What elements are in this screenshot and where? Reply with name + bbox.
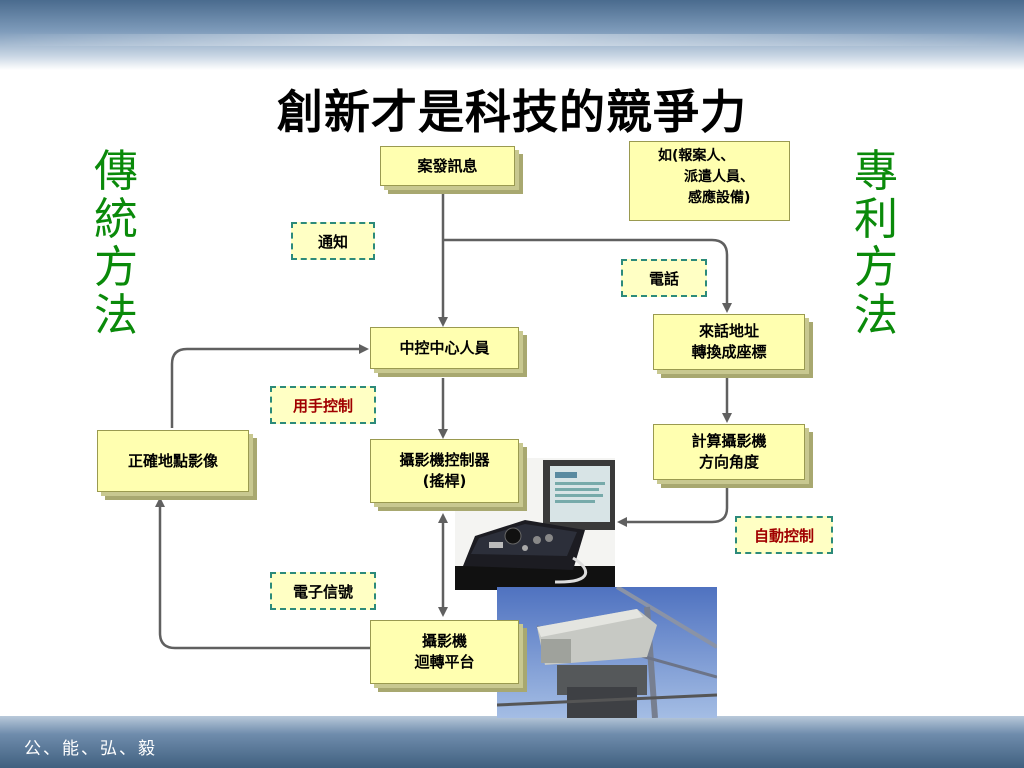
note-line: 感應設備) (688, 190, 751, 206)
camera-platform-box: 攝影機 迴轉平台 (370, 620, 519, 684)
auto-control-label: 自動控制 (735, 516, 833, 554)
compute-direction-box: 計算攝影機 方向角度 (653, 424, 805, 480)
correct-image-box: 正確地點影像 (97, 430, 249, 492)
address-to-coord-box: 來話地址 轉換成座標 (653, 314, 805, 370)
right-side-label: 專 利 方 法 (848, 148, 904, 340)
left-side-char: 方 (94, 242, 138, 293)
arrow-platform-to-image (155, 497, 370, 650)
arrow-image-to-center (170, 344, 369, 428)
left-side-label: 傳 統 方 法 (88, 148, 144, 340)
notify-label: 通知 (291, 222, 375, 260)
right-side-char: 利 (854, 194, 898, 245)
arrow-case-to-address (443, 238, 732, 313)
right-side-char: 專 (854, 146, 898, 197)
case-report-box: 案發訊息 (380, 146, 515, 186)
banner-streak (0, 34, 1024, 46)
slide-title: 創新才是科技的競爭力 (277, 85, 747, 139)
phone-label: 電話 (621, 259, 707, 297)
note-line: 派遣人員、 (684, 169, 754, 185)
electronic-signal-label: 電子信號 (270, 572, 376, 610)
footer-text: 公、能、弘、毅 (24, 739, 157, 759)
manual-control-label: 用手控制 (270, 386, 376, 424)
top-banner (0, 0, 1024, 70)
camera-photo (497, 587, 717, 718)
right-side-char: 方 (854, 242, 898, 293)
control-center-box: 中控中心人員 (370, 327, 519, 369)
left-side-char: 傳 (94, 146, 138, 197)
left-side-char: 統 (94, 194, 138, 245)
bottom-banner (0, 716, 1024, 768)
right-side-char: 法 (854, 290, 898, 341)
camera-controller-box: 攝影機控制器 (搖桿) (370, 439, 519, 503)
source-note: 如(報案人、 派遣人員、 感應設備) (629, 141, 790, 221)
note-line: 如(報案人、 (658, 148, 735, 164)
left-side-char: 法 (94, 290, 138, 341)
arrow-compute-to-controller (617, 488, 729, 527)
